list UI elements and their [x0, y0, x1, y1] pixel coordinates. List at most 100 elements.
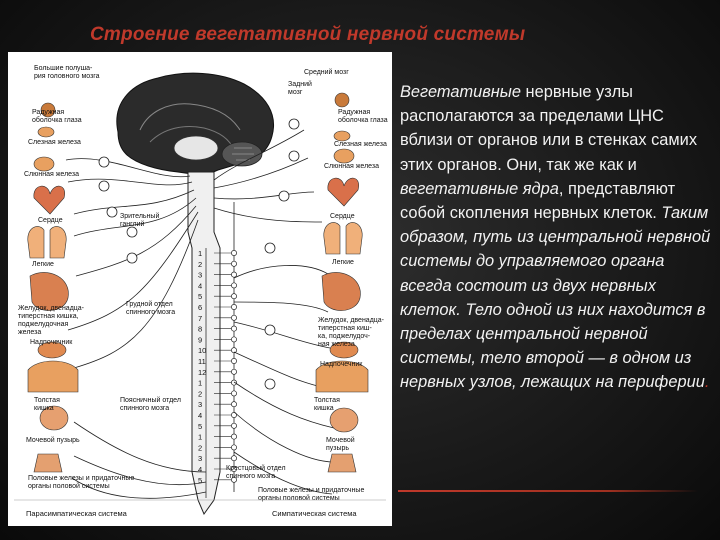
chain-ganglion	[231, 261, 236, 266]
adrenal-left-label-0: Надпочечник	[30, 339, 73, 346]
lungs-left-label-0: Легкие	[32, 261, 54, 268]
hemispheres-label-0: Большие полуша-	[34, 65, 93, 72]
salivary-right-label-0: Слюнная железа	[324, 163, 379, 170]
bladder-right-label-1: пузырь	[326, 445, 349, 452]
text-run-4: Таким образом, путь из центральной нервн…	[400, 204, 710, 391]
lungs-right-label-0: Легкие	[332, 259, 354, 266]
segment-number: 1	[198, 433, 202, 442]
chain-ganglion	[231, 391, 236, 396]
chain-ganglion	[231, 456, 236, 461]
text-run-2: вегетативные ядра	[400, 180, 559, 198]
lungs-right	[324, 222, 362, 254]
chain-ganglion	[231, 423, 236, 428]
hindbrain-label-1: мозг	[288, 89, 303, 96]
segment-number: 11	[198, 357, 206, 366]
lungs-left	[28, 226, 66, 258]
chain-ganglion	[231, 369, 236, 374]
chain-ganglion	[231, 402, 236, 407]
slide-title: Строение вегетативной нервной системы	[90, 24, 525, 46]
iris-left-label-0: Радужная	[32, 109, 64, 116]
segment-number: 10	[198, 346, 206, 355]
colon-right-label-1: кишка	[314, 405, 334, 412]
thoracic-label-1: спинного мозга	[126, 309, 175, 316]
sacral-label-1: спинного мозга	[226, 473, 275, 480]
colon-left-label-1: кишка	[34, 405, 54, 412]
segment-number: 4	[198, 411, 202, 420]
bladder-left-label-0: Мочевой пузырь	[26, 436, 80, 444]
chain-ganglion	[231, 337, 236, 342]
heart-left-label-0: Сердце	[38, 217, 63, 224]
segment-number: 2	[198, 260, 202, 269]
gonads-left-label-0: Половые железы и придаточные	[28, 475, 134, 482]
chain-ganglion	[231, 304, 236, 309]
segment-number: 4	[198, 465, 202, 474]
segment-number: 2	[198, 443, 202, 452]
stomach-left-label-0: Желудок, двенадца-	[18, 305, 85, 312]
segment-number: 5	[198, 422, 202, 431]
chain-ganglion	[231, 315, 236, 320]
text-run-5: .	[705, 373, 710, 391]
iris-right	[335, 93, 349, 107]
lumbar-label-1: спинного мозга	[120, 405, 169, 412]
salivary-left-label-0: Слюнная железа	[24, 171, 79, 178]
segment-number: 7	[198, 314, 202, 323]
segment-number: 1	[198, 249, 202, 258]
gonads-right-label-0: Половые железы и придаточные	[258, 487, 364, 494]
iris-right-label-1: оболочка глаза	[338, 116, 388, 124]
segment-number: 2	[198, 389, 202, 398]
text-run-0: Вегетативные	[400, 83, 521, 101]
heart-right	[328, 178, 359, 206]
salivary-right	[334, 149, 354, 163]
segment-number: 12	[198, 368, 206, 377]
stomach-left-label-1: типерстная кишка,	[18, 313, 79, 320]
colon-left-label-0: Толстая	[34, 397, 60, 404]
autonomic-nervous-system-diagram: 1234567891011121234512345	[8, 52, 392, 526]
chain-ganglion	[231, 358, 236, 363]
chain-ganglion	[231, 434, 236, 439]
stomach-right-label-0: Желудок, двенадца-	[318, 317, 385, 324]
iris-right-label-0: Радужная	[338, 109, 370, 116]
hemispheres-label-1: рия головного мозга	[34, 73, 100, 80]
bladder-right-label-0: Мочевой	[326, 436, 355, 444]
stomach-left-label-3: железа	[18, 329, 41, 336]
chain-ganglion	[231, 380, 236, 385]
colon-left	[28, 361, 78, 392]
organs-left	[28, 103, 78, 472]
colon-right-label-0: Толстая	[314, 397, 340, 404]
gonads-right-label-1: органы половой системы	[258, 494, 340, 502]
lacrimal-right-label-0: Слезная железа	[334, 141, 387, 148]
heart-right-label-0: Сердце	[330, 213, 355, 220]
midbrain-label-0: Средний мозг	[304, 68, 349, 76]
brain	[117, 73, 274, 188]
gonads-left-label-1: органы половой системы	[28, 482, 110, 490]
spinal-cord	[188, 172, 220, 514]
chain-ganglion	[231, 326, 236, 331]
footer-left: Парасимпатическая система	[26, 509, 128, 518]
chain-ganglion	[231, 445, 236, 450]
segment-number: 3	[198, 400, 202, 409]
salivary-left	[34, 157, 54, 171]
hindbrain-label-0: Задний	[288, 80, 312, 88]
stomach-right-label-3: ная железа	[318, 341, 355, 348]
segment-number: 3	[198, 454, 202, 463]
ganglia-label-1: ганглий	[120, 220, 145, 228]
segment-number: 8	[198, 325, 202, 334]
sacral-label-0: Крестцовый отдел	[226, 464, 286, 472]
description-text: Вегетативные нервные узлы располагаются …	[400, 80, 712, 395]
chain-ganglion	[231, 283, 236, 288]
iris-left-label-1: оболочка глаза	[32, 116, 82, 124]
lacrimal-left-label-0: Слезная железа	[28, 139, 81, 146]
segment-number: 5	[198, 292, 202, 301]
heart-left	[34, 186, 65, 214]
stomach-right-label-1: типерстная киш-	[318, 325, 372, 332]
thoracic-label-0: Грудной отдел	[126, 300, 173, 308]
adrenal-right-label-0: Надпочечник	[320, 361, 363, 368]
stomach-right-label-2: ка, поджелудоч-	[318, 333, 371, 340]
stomach-left-label-2: поджелудочная	[18, 321, 69, 328]
accent-underline	[398, 490, 698, 492]
gonads-left	[34, 454, 62, 472]
stomach-right	[322, 272, 360, 310]
bladder-right	[330, 408, 358, 432]
ganglia-label-0: Зрительный	[120, 212, 159, 220]
chain-ganglion	[231, 294, 236, 299]
